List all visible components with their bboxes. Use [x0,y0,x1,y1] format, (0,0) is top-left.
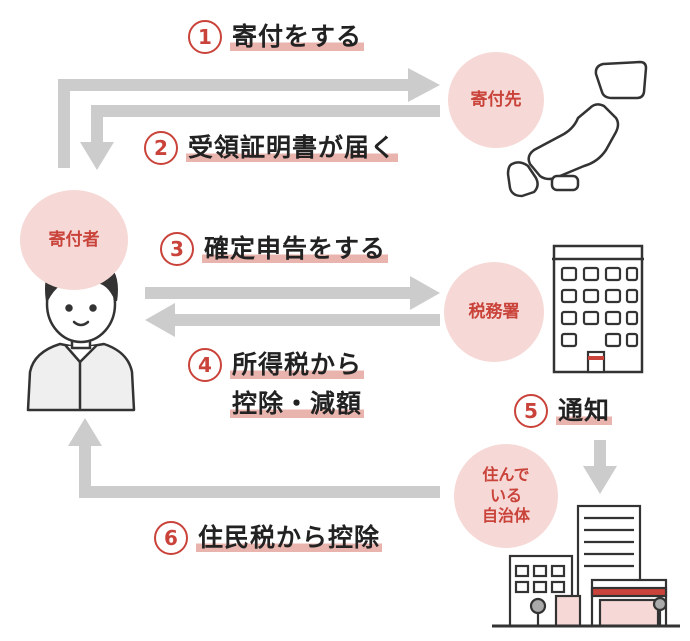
step-5-number: 5 [514,394,548,428]
step-1-number: 1 [188,20,222,54]
recipient-badge: 寄付先 [448,52,544,148]
recipient-label: 寄付先 [470,89,522,110]
step-6-number: 6 [154,521,188,555]
arrow-donate-head [408,68,440,102]
japan-map-icon [506,60,648,198]
step-6-label: 住民税から控除 [196,523,383,553]
arrow-certificate [91,105,440,148]
donor-badge: 寄付者 [20,190,128,290]
arrow-income-tax-head [145,303,175,337]
step-5: 5 通知 [514,394,613,428]
step-3-label: 確定申告をする [202,234,389,264]
step-2: 2 受領証明書が届く [144,131,399,165]
step-4-label-line2: 控除・減額 [230,388,365,418]
step-4: 4 所得税から 控除・減額 [188,346,365,424]
step-4-label-line1: 所得税から [230,350,365,379]
municipality-label-line1: 住んで [482,464,530,484]
tax-office-badge: 税務署 [444,262,544,362]
step-3: 3 確定申告をする [160,232,389,266]
step-1: 1 寄付をする [188,20,365,54]
municipality-badge: 住んで いる 自治体 [454,444,558,548]
step-4-number: 4 [188,348,222,382]
municipality-label-line3: 自治体 [481,506,530,526]
tax-office-label: 税務署 [468,301,520,322]
step-6: 6 住民税から控除 [154,521,383,555]
donor-label: 寄付者 [48,229,100,250]
municipality-label-line2: いる [489,485,522,505]
step-3-number: 3 [160,232,194,266]
arrow-notice-head [583,466,617,494]
step-5-label: 通知 [556,396,613,426]
step-2-label: 受領証明書が届く [186,133,399,163]
arrow-resident-tax-head [68,418,102,446]
arrow-donate [58,79,420,168]
tax-office-building-icon [552,244,644,374]
municipality-buildings-icon [492,504,680,628]
step-2-number: 2 [144,131,178,165]
arrow-certificate-head [80,142,114,170]
arrow-resident-tax [79,440,440,498]
arrow-tax-return-head [410,276,440,310]
step-1-label: 寄付をする [230,22,365,52]
